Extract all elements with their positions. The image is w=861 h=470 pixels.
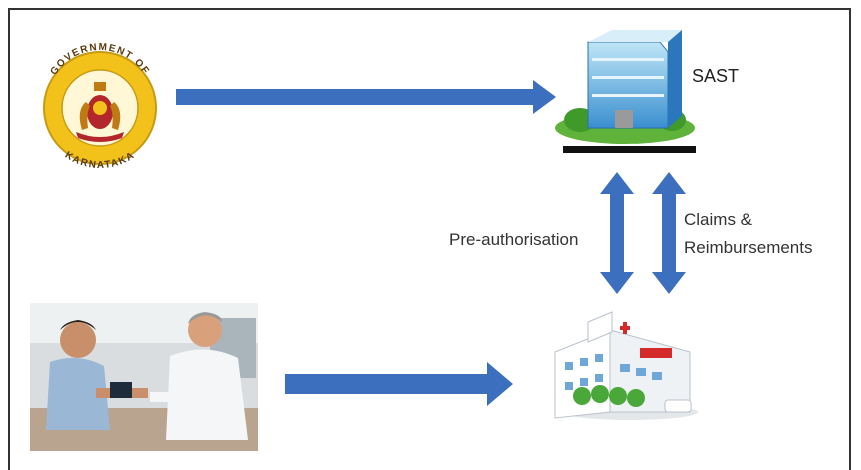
- claims-label-line2: Reimbursements: [684, 238, 813, 257]
- patient-doctor-photo: [30, 303, 258, 451]
- arrow-patient-to-hospital: [285, 362, 513, 406]
- arrow-pre-authorisation: [600, 172, 634, 294]
- arrow-government-to-sast: [176, 80, 556, 114]
- hospital-icon: [554, 311, 698, 420]
- pre-authorisation-label: Pre-authorisation: [449, 230, 579, 249]
- claims-label-line1: Claims &: [684, 210, 753, 229]
- arrow-claims-reimbursements: [652, 172, 686, 294]
- sast-label: SAST: [692, 66, 739, 86]
- diagram-frame: [8, 8, 851, 470]
- sast-building-icon: [555, 30, 696, 153]
- emblem-icon: [76, 82, 124, 142]
- government-seal: GOVERNMENT OF KARNATAKA: [43, 42, 157, 171]
